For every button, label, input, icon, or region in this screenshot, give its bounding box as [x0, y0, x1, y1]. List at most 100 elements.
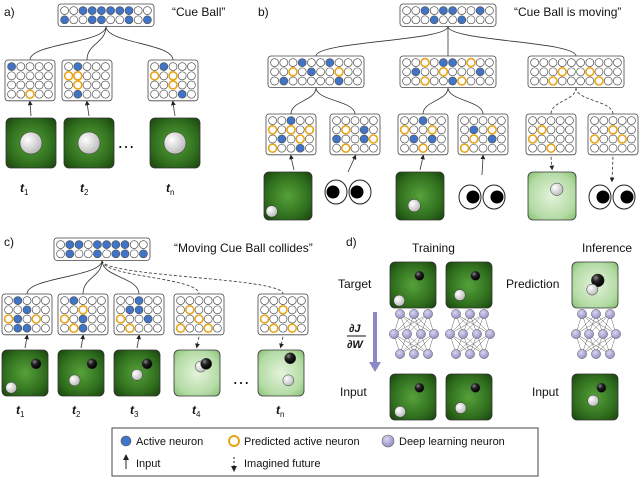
connection [82, 260, 103, 295]
connection [447, 26, 577, 57]
neuron [259, 314, 270, 324]
neuron [22, 323, 32, 333]
neuron [429, 67, 439, 77]
neuron [56, 240, 65, 249]
panel-a-label: a) [4, 5, 15, 19]
panel-d-target: Target [338, 277, 372, 291]
neuron [16, 62, 26, 71]
neuron [83, 240, 93, 249]
neuron [530, 76, 539, 86]
panel-b-eyes-3 [588, 184, 636, 210]
neuron [150, 80, 159, 90]
neuron [78, 323, 88, 333]
neuron [418, 134, 428, 144]
neuron [116, 305, 125, 315]
neuron [82, 89, 92, 99]
panel-c-time-n: tn [276, 403, 284, 419]
neuron [457, 6, 467, 15]
legend-imagined-label: Imagined future [244, 458, 320, 470]
black-ball [200, 358, 212, 370]
neuron [475, 76, 485, 86]
neuron [409, 116, 419, 125]
neuron [334, 76, 344, 86]
neuron [297, 305, 306, 315]
neuron [64, 80, 73, 90]
cue-ball [393, 294, 405, 307]
neuron [7, 80, 16, 90]
neuron [548, 58, 558, 67]
neuron [41, 314, 50, 324]
neuron [557, 76, 567, 86]
neuron [627, 125, 636, 135]
neuron [102, 249, 111, 259]
neuron [466, 76, 476, 86]
panel-b-frame-3 [527, 171, 577, 221]
deep-neuron [591, 349, 601, 359]
neuron [307, 76, 316, 86]
connection-lines [24, 26, 615, 349]
neuron [530, 58, 539, 67]
cue-ball [282, 374, 295, 387]
neuron [260, 323, 269, 333]
panel-b-frame-2 [395, 171, 445, 221]
neuron [485, 15, 494, 25]
panel-b-low-grid-3-frame [397, 113, 449, 156]
neuron [297, 314, 306, 324]
connection [26, 260, 103, 295]
panel-c-top-grid [53, 237, 151, 261]
neuron [187, 89, 196, 99]
neuron [185, 296, 195, 305]
neuron [409, 125, 419, 135]
neuron [437, 134, 446, 144]
neuron [332, 116, 341, 125]
black-ball [30, 358, 42, 370]
neuron [448, 15, 457, 25]
panel-b-frame-2-bg [395, 171, 445, 221]
panel-c-time-3: t3 [130, 403, 139, 419]
neuron [106, 15, 115, 25]
neuron [22, 314, 32, 324]
neuron [369, 143, 378, 153]
panel-a-frame-1 [5, 117, 57, 169]
panel-b-low-grid-5-frame [525, 113, 577, 156]
neuron [143, 314, 153, 324]
neuron [307, 58, 316, 67]
neuron [213, 305, 222, 315]
panel-c-frame-2-bg [57, 349, 105, 397]
neuron [175, 323, 186, 334]
neuron [287, 323, 298, 334]
neuron [194, 305, 204, 315]
panel-a-time-n: tn [166, 181, 174, 197]
cue-ball [265, 205, 278, 218]
panel-c-grid-2 [57, 293, 109, 336]
neuron [539, 67, 549, 77]
legend-active-swatch [120, 435, 132, 447]
neuron [613, 76, 622, 86]
neuron [25, 71, 35, 81]
neuron [56, 249, 65, 259]
cue-ball [407, 199, 421, 213]
neuron [576, 58, 585, 67]
deep-neuron [416, 329, 426, 339]
neuron [44, 80, 53, 90]
neuron [78, 296, 88, 305]
deep-neuron [465, 349, 475, 359]
neuron [369, 116, 378, 125]
deep-neuron [611, 329, 621, 339]
neuron [478, 143, 488, 153]
neuron [599, 134, 609, 144]
neuron [295, 143, 305, 153]
neuron [325, 76, 335, 86]
neuron [69, 296, 79, 305]
neuron [341, 134, 351, 144]
neuron [101, 80, 110, 90]
neuron [279, 76, 289, 86]
neuron [143, 296, 153, 305]
panel-b-frame-1 [263, 171, 313, 221]
neuron [537, 134, 547, 144]
deep-neuron [451, 309, 461, 319]
input-arrow [80, 334, 85, 349]
panel-d-input-1 [389, 373, 437, 421]
neuron [608, 125, 618, 135]
input-arrow [84, 100, 90, 117]
